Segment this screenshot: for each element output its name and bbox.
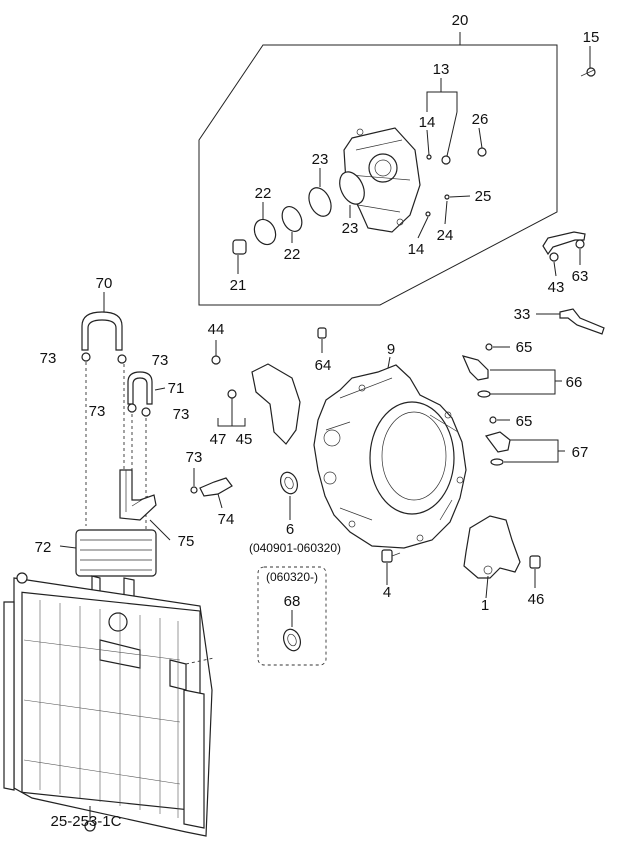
leader-lines-20 [237, 46, 591, 274]
callout-22-bottom: 22 [284, 246, 301, 263]
housing-bolts [317, 327, 541, 588]
callout-24: 24 [437, 227, 454, 244]
callout-74: 74 [218, 511, 235, 528]
bracket-33 [536, 308, 605, 335]
callout-20: 20 [452, 12, 469, 29]
callout-46: 46 [528, 591, 545, 608]
hose-74 [190, 468, 233, 509]
callout-67: 67 [572, 444, 589, 461]
callout-26: 26 [472, 111, 489, 128]
transaxle-housing-part [313, 364, 467, 549]
callout-14-bottom: 14 [408, 241, 425, 258]
speed-sensors [461, 343, 565, 466]
callout-22-top: 22 [255, 185, 272, 202]
date-range-note-6: (040901-060320) [249, 541, 341, 555]
callout-63: 63 [572, 268, 589, 285]
callout-43: 43 [548, 279, 565, 296]
callout-labels: 20 15 13 14 26 23 22 25 23 14 24 22 21 4… [35, 12, 600, 830]
callout-45: 45 [236, 431, 253, 448]
callout-23-top: 23 [312, 151, 329, 168]
callout-33: 33 [514, 306, 531, 323]
small-bolts [425, 67, 596, 217]
callout-64: 64 [315, 357, 332, 374]
callout-15: 15 [583, 29, 600, 46]
oil-seals [257, 471, 327, 666]
callout-21: 21 [230, 277, 247, 294]
callout-9: 9 [387, 341, 395, 358]
callout-73-e: 73 [186, 449, 203, 466]
callout-1: 1 [481, 597, 489, 614]
rear-cover-part [343, 127, 421, 233]
oil-cooler-hoses [81, 292, 171, 556]
date-from-note-68: (060320-) [266, 570, 318, 584]
callout-66: 66 [566, 374, 583, 391]
callout-73-d: 73 [173, 406, 190, 423]
callout-14-top: 14 [419, 114, 436, 131]
callout-23-bottom: 23 [342, 220, 359, 237]
seal-rings [232, 171, 365, 255]
callout-65-top: 65 [516, 339, 533, 356]
callout-4: 4 [383, 584, 391, 601]
callout-13: 13 [433, 61, 450, 78]
callout-71: 71 [168, 380, 185, 397]
bracket-44-45-47 [211, 340, 301, 445]
callout-68: 68 [284, 593, 301, 610]
group-20-outline [198, 32, 558, 306]
bracket-43-63 [542, 231, 586, 277]
callout-75: 75 [178, 533, 195, 550]
callout-47: 47 [210, 431, 227, 448]
callout-72: 72 [35, 539, 52, 556]
mount-bracket-part [463, 515, 521, 599]
callout-44: 44 [208, 321, 225, 338]
leader-9 [387, 356, 391, 369]
callout-73-c: 73 [89, 403, 106, 420]
callout-6: 6 [286, 521, 294, 538]
callout-70: 70 [96, 275, 113, 292]
callout-73-b: 73 [152, 352, 169, 369]
callout-65-bottom: 65 [516, 413, 533, 430]
callout-73-a: 73 [40, 350, 57, 367]
figure-code: 25-253-1C [51, 813, 122, 830]
callout-25: 25 [475, 188, 492, 205]
radiator-part [3, 572, 215, 837]
